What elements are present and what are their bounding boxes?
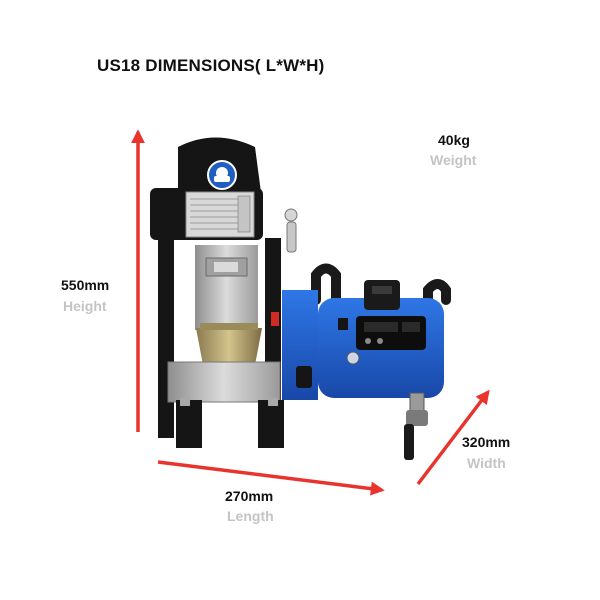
length-value: 270mm bbox=[225, 488, 274, 504]
width-arrow bbox=[416, 389, 490, 486]
height-value: 550mm bbox=[61, 277, 110, 293]
weight-label: Weight bbox=[430, 152, 477, 168]
width-label: Width bbox=[467, 455, 506, 471]
weight-value: 40kg bbox=[438, 132, 470, 148]
motor-unit bbox=[282, 263, 451, 460]
height-label: Height bbox=[63, 298, 107, 314]
page-title: US18 DIMENSIONS( L*W*H) bbox=[97, 56, 325, 75]
crimper-frame bbox=[150, 137, 298, 448]
length-arrow bbox=[157, 460, 385, 496]
width-value: 320mm bbox=[462, 434, 511, 450]
length-label: Length bbox=[227, 508, 274, 524]
